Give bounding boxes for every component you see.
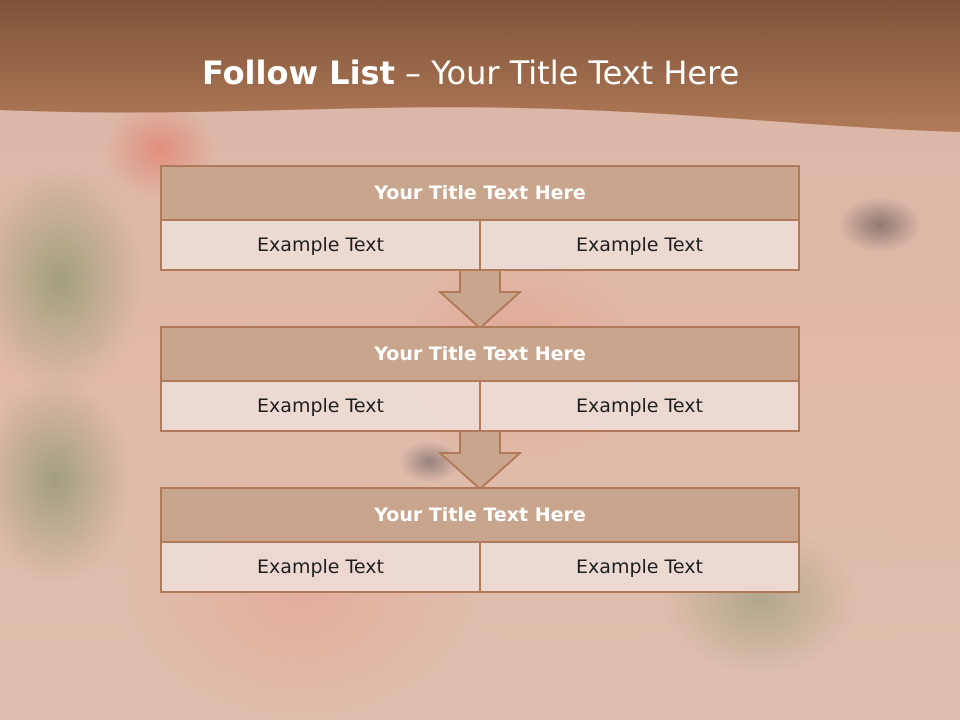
block-cell-left: Example Text bbox=[160, 543, 481, 593]
slide-title: Follow List – Your Title Text Here bbox=[202, 54, 739, 92]
down-arrow-icon bbox=[438, 430, 522, 491]
block-row: Example Text Example Text bbox=[160, 221, 800, 271]
block-cell-right: Example Text bbox=[481, 382, 800, 432]
block-cell-right: Example Text bbox=[481, 221, 800, 271]
block-heading: Your Title Text Here bbox=[160, 326, 800, 382]
block-row: Example Text Example Text bbox=[160, 543, 800, 593]
list-block-2: Your Title Text Here Example Text Exampl… bbox=[160, 326, 800, 432]
block-heading: Your Title Text Here bbox=[160, 487, 800, 543]
header-band bbox=[0, 0, 960, 132]
title-bold: Follow List bbox=[202, 54, 395, 92]
block-cell-left: Example Text bbox=[160, 382, 481, 432]
list-block-1: Your Title Text Here Example Text Exampl… bbox=[160, 165, 800, 271]
title-rest: – Your Title Text Here bbox=[394, 54, 740, 92]
block-cell-right: Example Text bbox=[481, 543, 800, 593]
block-cell-left: Example Text bbox=[160, 221, 481, 271]
block-row: Example Text Example Text bbox=[160, 382, 800, 432]
down-arrow-icon bbox=[438, 269, 522, 330]
list-block-3: Your Title Text Here Example Text Exampl… bbox=[160, 487, 800, 593]
block-heading: Your Title Text Here bbox=[160, 165, 800, 221]
